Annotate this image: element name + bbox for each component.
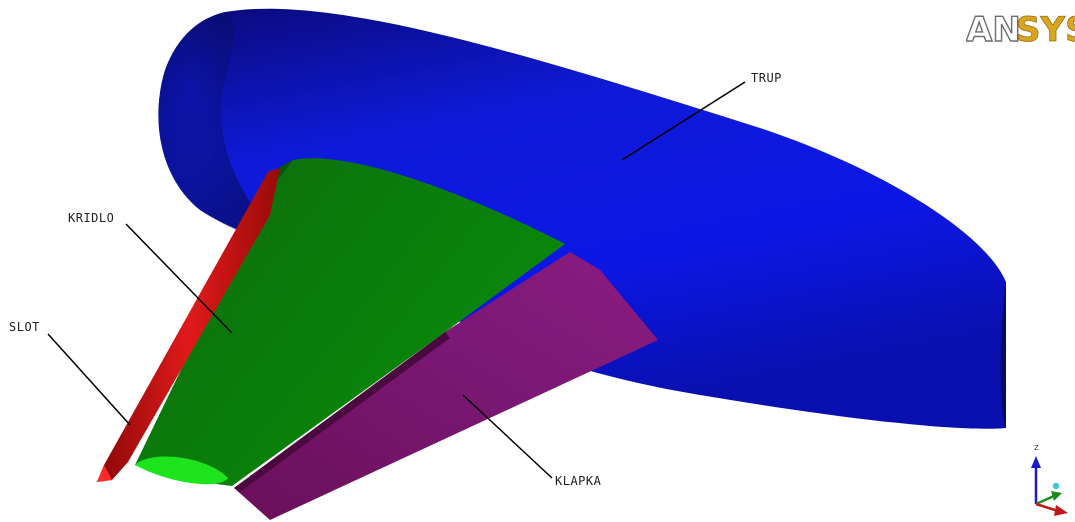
ansys-logo: AN SYS — [966, 9, 1075, 48]
view-origin-marker — [1052, 482, 1060, 490]
logo-text-an: AN — [966, 10, 1021, 48]
y-axis-arrow — [1051, 491, 1062, 501]
label-kridlo: KRIDLO — [68, 211, 115, 225]
leader-lines — [47, 81, 746, 479]
y-axis — [1035, 494, 1055, 506]
label-slot: SLOT — [9, 320, 40, 334]
x-axis-arrow — [1054, 505, 1068, 516]
leader-klapka — [462, 394, 553, 479]
x-axis — [1035, 502, 1059, 513]
slat — [97, 168, 280, 482]
flap — [234, 252, 658, 520]
leader-trup — [621, 81, 746, 161]
z-axis-arrow — [1031, 456, 1041, 468]
axis-triad: Z — [1031, 444, 1068, 516]
label-trup: TRUP — [751, 71, 782, 85]
leader-kridlo — [125, 223, 233, 334]
leader-slot — [47, 333, 131, 426]
label-klapka: KLAPKA — [555, 474, 602, 488]
logo-text-sys: SYS — [1016, 10, 1075, 48]
triad-z-label: Z — [1034, 444, 1039, 452]
fuselage — [158, 8, 1006, 429]
